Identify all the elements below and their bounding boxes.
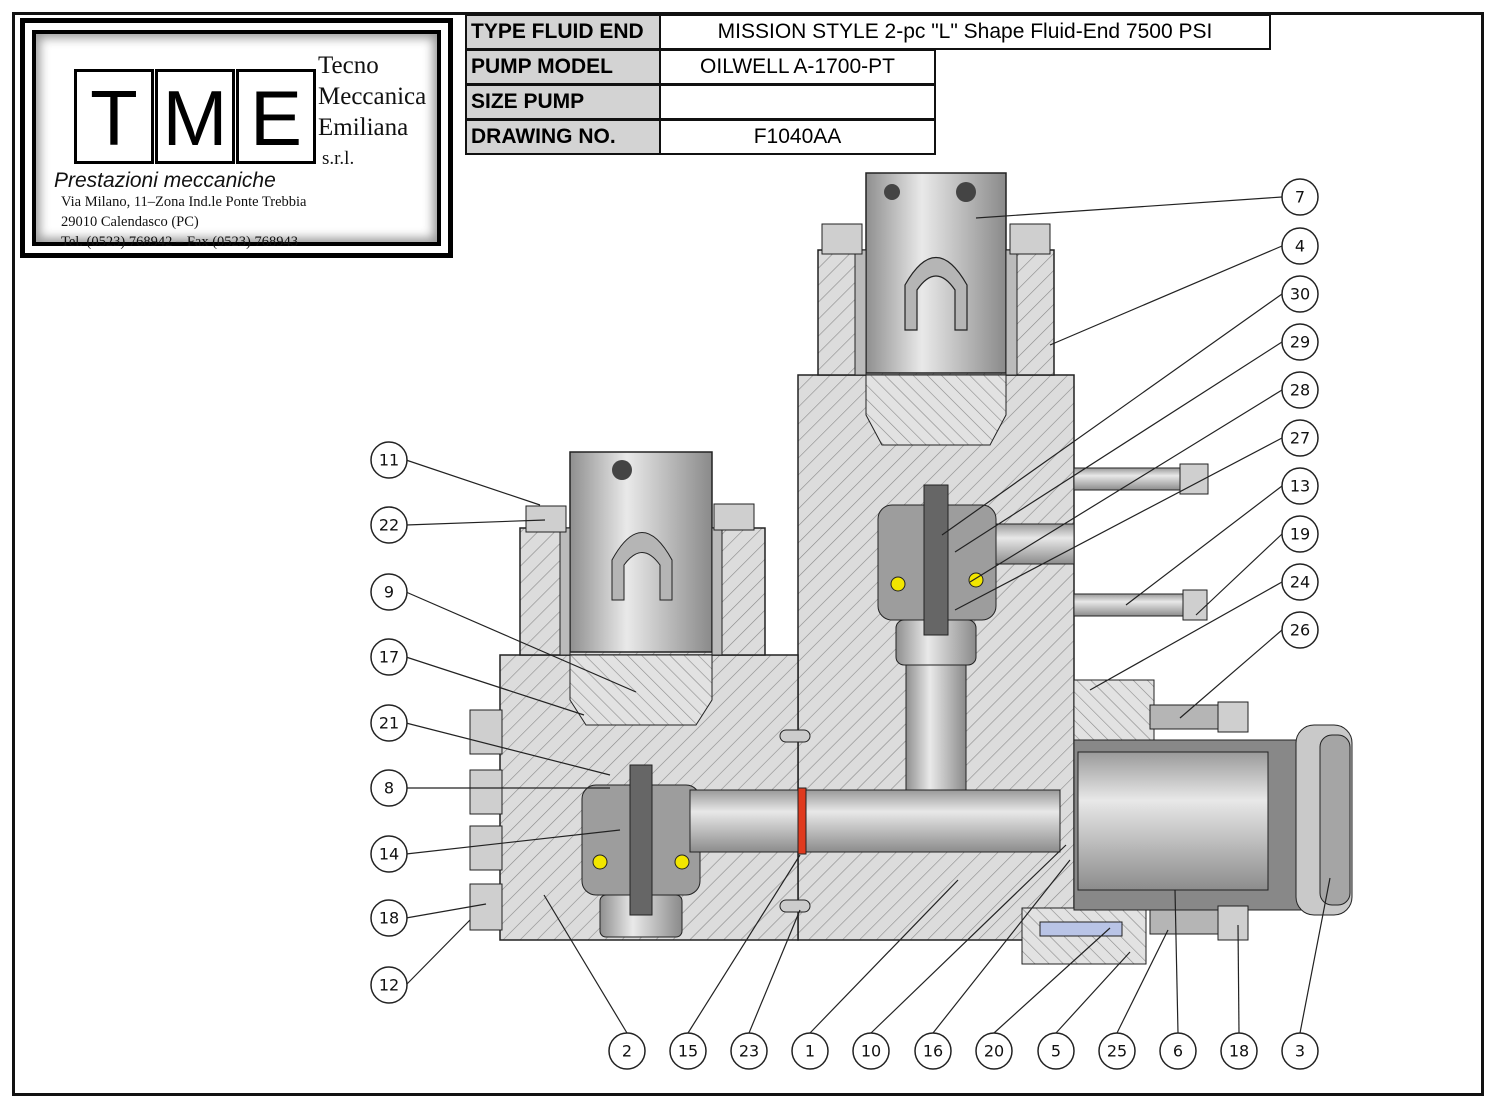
logo-letter-m: M bbox=[155, 69, 235, 164]
balloon-11: 11 bbox=[370, 441, 408, 479]
company-name-line-2: Meccanica bbox=[318, 83, 427, 110]
svg-text:8: 8 bbox=[384, 779, 394, 798]
svg-text:9: 9 bbox=[384, 583, 394, 602]
logo-letter-t: T bbox=[74, 69, 154, 164]
svg-text:1: 1 bbox=[805, 1042, 815, 1061]
svg-text:16: 16 bbox=[923, 1042, 943, 1061]
svg-text:7: 7 bbox=[1295, 188, 1305, 207]
balloon-21: 21 bbox=[370, 704, 408, 742]
svg-text:6: 6 bbox=[1173, 1042, 1183, 1061]
svg-text:12: 12 bbox=[379, 976, 399, 995]
svg-text:25: 25 bbox=[1107, 1042, 1127, 1061]
balloon-14: 14 bbox=[370, 835, 408, 873]
svg-text:10: 10 bbox=[861, 1042, 881, 1061]
svg-text:11: 11 bbox=[379, 451, 399, 470]
drawing-no-label: DRAWING NO. bbox=[465, 119, 661, 155]
balloon-1: 1 bbox=[791, 1032, 829, 1070]
svg-text:22: 22 bbox=[379, 516, 399, 535]
svg-text:29: 29 bbox=[1290, 333, 1310, 352]
svg-text:4: 4 bbox=[1295, 237, 1305, 256]
logo-letter-e: E bbox=[236, 69, 316, 164]
svg-text:19: 19 bbox=[1290, 525, 1310, 544]
company-name-line-4: s.r.l. bbox=[322, 148, 355, 169]
size-pump-label: SIZE PUMP bbox=[465, 84, 661, 120]
svg-text:23: 23 bbox=[739, 1042, 759, 1061]
balloon-25: 25 bbox=[1098, 1032, 1136, 1070]
balloon-6: 6 bbox=[1159, 1032, 1197, 1070]
svg-text:20: 20 bbox=[984, 1042, 1004, 1061]
type-fluid-end-value: MISSION STYLE 2-pc "L" Shape Fluid-End 7… bbox=[659, 14, 1271, 50]
balloons-bottom: 2 15 23 1 10 16 20 5 25 6 18 3 bbox=[608, 1032, 1319, 1070]
balloon-22: 22 bbox=[370, 506, 408, 544]
company-name-line-3: Emiliana bbox=[318, 114, 409, 141]
balloon-2: 2 bbox=[608, 1032, 646, 1070]
svg-text:3: 3 bbox=[1295, 1042, 1305, 1061]
company-logo-box: T M E Tecno Meccanica Emiliana s.r.l. Pr… bbox=[20, 18, 453, 258]
balloons-right: 7 4 30 29 28 27 13 19 24 26 bbox=[1281, 178, 1319, 649]
svg-text:18: 18 bbox=[1229, 1042, 1249, 1061]
balloon-7: 7 bbox=[1281, 178, 1319, 216]
suction-block bbox=[469, 451, 799, 941]
svg-text:26: 26 bbox=[1290, 621, 1310, 640]
balloon-12: 12 bbox=[370, 966, 408, 1004]
svg-text:30: 30 bbox=[1290, 285, 1310, 304]
horizontal-bore bbox=[689, 679, 1353, 965]
balloon-18-left: 18 bbox=[370, 899, 408, 937]
company-name-line-1: Tecno bbox=[318, 52, 379, 79]
company-tagline: Prestazioni meccaniche bbox=[54, 169, 276, 192]
pump-model-value: OILWELL A-1700-PT bbox=[659, 49, 936, 85]
address-line-3: Tel. (0523) 768942 – Fax (0523) 768943 bbox=[61, 234, 298, 250]
svg-text:27: 27 bbox=[1290, 429, 1310, 448]
balloon-24: 24 bbox=[1281, 563, 1319, 601]
balloons-left: 11 22 9 17 21 8 14 18 12 bbox=[370, 441, 408, 1004]
balloon-23: 23 bbox=[730, 1032, 768, 1070]
balloon-16: 16 bbox=[914, 1032, 952, 1070]
address-line-1: Via Milano, 11–Zona Ind.le Ponte Trebbia bbox=[61, 194, 307, 210]
leader-lines bbox=[405, 196, 1331, 1034]
balloon-8: 8 bbox=[370, 769, 408, 807]
balloon-9: 9 bbox=[370, 573, 408, 611]
svg-text:5: 5 bbox=[1051, 1042, 1061, 1061]
balloon-19: 19 bbox=[1281, 515, 1319, 553]
balloon-17: 17 bbox=[370, 638, 408, 676]
balloon-10: 10 bbox=[852, 1032, 890, 1070]
logo-inner-frame: T M E Tecno Meccanica Emiliana s.r.l. Pr… bbox=[32, 30, 441, 250]
svg-text:28: 28 bbox=[1290, 381, 1310, 400]
svg-text:17: 17 bbox=[379, 648, 399, 667]
pump-model-label: PUMP MODEL bbox=[465, 49, 661, 85]
balloon-18-bottom: 18 bbox=[1220, 1032, 1258, 1070]
balloon-26: 26 bbox=[1281, 611, 1319, 649]
svg-text:2: 2 bbox=[622, 1042, 632, 1061]
svg-text:18: 18 bbox=[379, 909, 399, 928]
balloon-4: 4 bbox=[1281, 227, 1319, 265]
svg-text:14: 14 bbox=[379, 845, 399, 864]
balloon-3: 3 bbox=[1281, 1032, 1319, 1070]
balloon-15: 15 bbox=[669, 1032, 707, 1070]
drawing-no-value: F1040AA bbox=[659, 119, 936, 155]
balloon-13: 13 bbox=[1281, 467, 1319, 505]
address-line-2: 29010 Calendasco (PC) bbox=[61, 214, 199, 230]
balloon-29: 29 bbox=[1281, 323, 1319, 361]
svg-text:21: 21 bbox=[379, 714, 399, 733]
balloon-27: 27 bbox=[1281, 419, 1319, 457]
balloon-20: 20 bbox=[975, 1032, 1013, 1070]
drawing-frame bbox=[12, 12, 1484, 1096]
svg-text:15: 15 bbox=[678, 1042, 698, 1061]
svg-text:24: 24 bbox=[1290, 573, 1310, 592]
balloon-30: 30 bbox=[1281, 275, 1319, 313]
svg-text:13: 13 bbox=[1290, 477, 1310, 496]
balloon-28: 28 bbox=[1281, 371, 1319, 409]
balloon-5: 5 bbox=[1037, 1032, 1075, 1070]
